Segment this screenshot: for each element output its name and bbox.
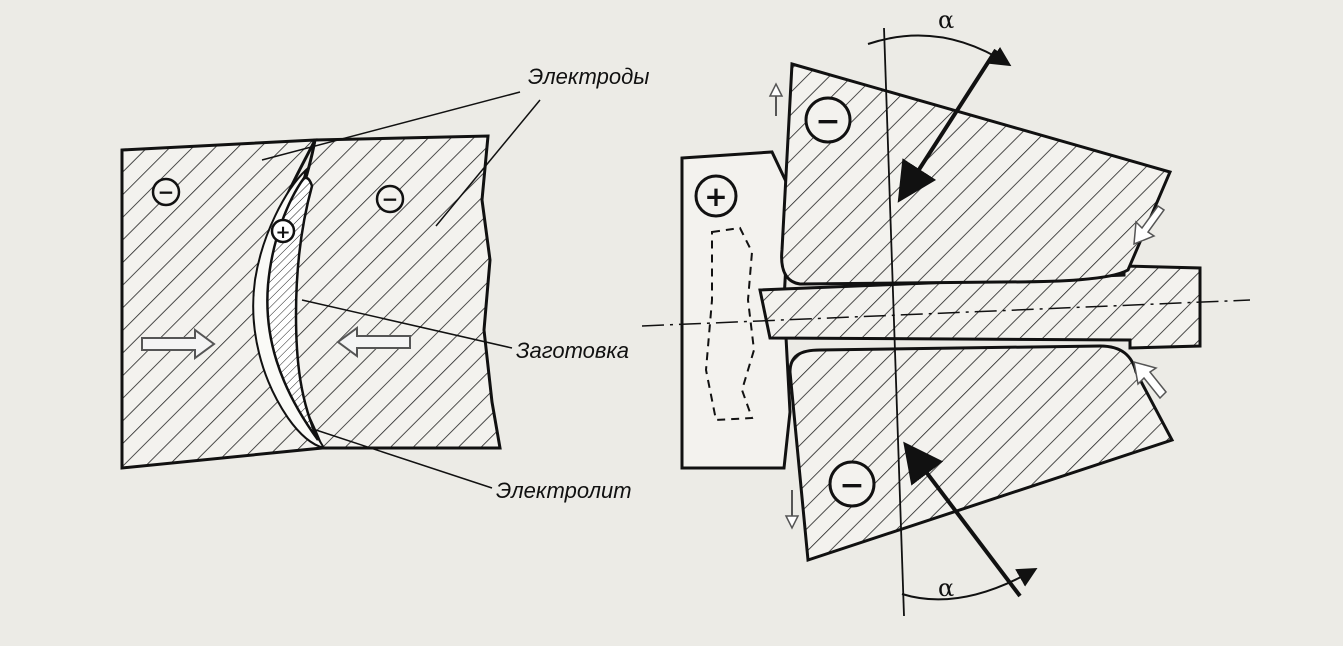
label-workpiece: Заготовка: [516, 338, 629, 363]
right-figure: + − −: [641, 27, 1251, 617]
workpiece-holder: [680, 150, 792, 470]
leader-workpiece: [301, 299, 513, 349]
angle-label-bottom: α: [938, 574, 955, 602]
leader-electrodes-1: [261, 91, 521, 161]
top-electrode-negative-icon: [804, 96, 852, 144]
label-electrodes: Электроды: [528, 64, 650, 89]
leader-electrolyte: [315, 429, 493, 489]
holder-positive-icon: [694, 174, 738, 218]
negative-sign: −: [815, 104, 840, 139]
left-figure: − − +: [120, 91, 541, 489]
holder-dashed-cavity: [704, 226, 756, 422]
positive-sign: +: [704, 180, 727, 213]
leader-electrodes-2: [435, 99, 541, 227]
negative-sign: −: [382, 187, 399, 211]
label-electrolyte: Электролит: [496, 478, 632, 503]
feed-arrow-right-icon: [141, 328, 216, 360]
positive-sign: +: [275, 222, 290, 243]
left-electrode-negative-icon: [151, 177, 181, 207]
right-electrode-negative-icon: [375, 184, 405, 214]
bottom-electrode-negative-icon: [828, 460, 876, 508]
bottom-electrode: [788, 344, 1175, 563]
angle-arc-top: [867, 34, 1012, 67]
top-electrode: [780, 62, 1173, 286]
electrolyte-flow-arrow-top-icon: [1133, 204, 1166, 246]
center-axis: [641, 299, 1251, 327]
electrolyte-flow-arrow-bottom-icon: [1133, 360, 1168, 400]
workpiece-positive-icon: [270, 218, 296, 244]
workpiece-blade: [266, 176, 320, 441]
angle-label-top: α: [938, 6, 955, 34]
negative-sign: −: [839, 468, 864, 503]
right-electrode: [278, 134, 502, 450]
vertical-reference-line: [883, 27, 905, 617]
feed-arrow-bottom-icon: [903, 441, 1022, 598]
vibration-arrow-top-icon: [768, 82, 784, 116]
feed-arrow-left-icon: [336, 326, 411, 358]
negative-sign: −: [158, 180, 175, 204]
feed-arrow-top-icon: [897, 48, 998, 203]
vibration-arrow-bottom-icon: [784, 490, 800, 530]
angle-arc-bottom: [901, 568, 1038, 601]
